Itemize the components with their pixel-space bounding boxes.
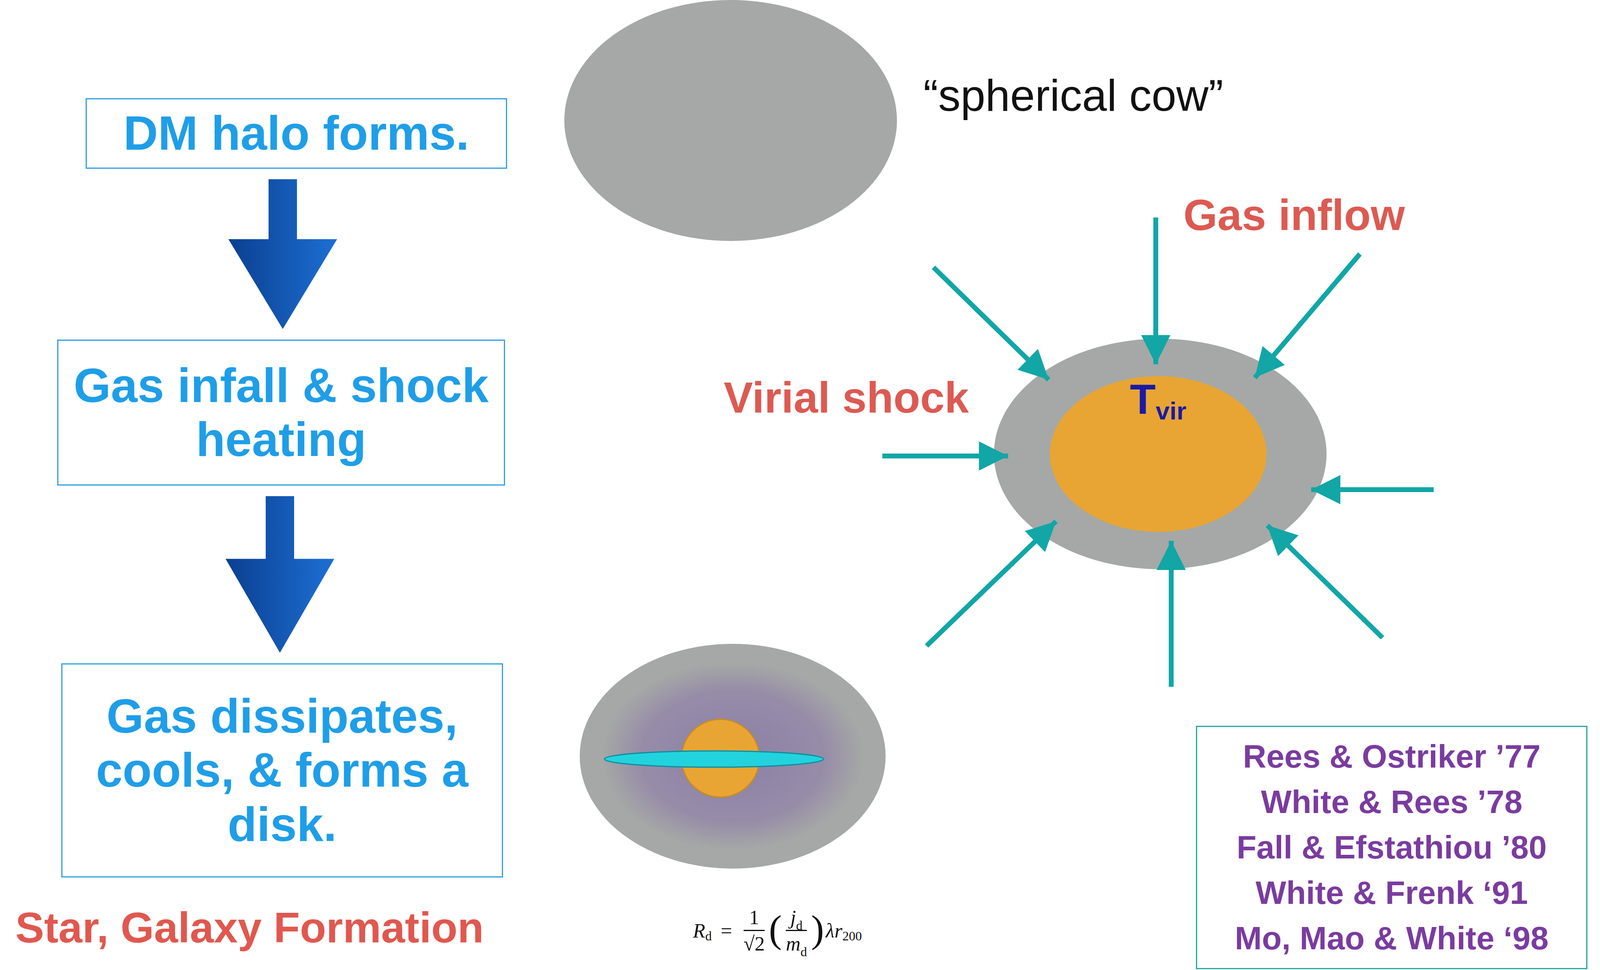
formula-symbol: R (692, 918, 706, 943)
flow-arrow (225, 496, 335, 653)
process-box: Gas dissipates, cools, & forms a disk. (61, 663, 504, 878)
reference-box: Rees & Ostriker ’77White & Rees ’78Fall … (1195, 725, 1588, 970)
process-box: DM halo forms. (85, 98, 508, 169)
formula-symbol: ) (810, 906, 824, 952)
step-text: Gas dissipates, cools, & forms a disk. (75, 689, 489, 852)
inflow-arrow (1311, 487, 1434, 493)
gas-disk (604, 750, 824, 768)
reference-line: Mo, Mao & White ‘98 (1234, 915, 1549, 962)
process-box: Gas infall & shock heating (57, 339, 506, 486)
dm-halo (564, 0, 897, 241)
fraction-bar (743, 929, 765, 932)
annotation: “spherical cow” (923, 69, 1224, 122)
formula-symbol: √2 (743, 931, 765, 956)
inflow-arrow (1267, 525, 1383, 638)
process-label: Gas inflow (1183, 189, 1405, 241)
temperature-subscript: vir (1155, 396, 1187, 426)
formula-symbol: m (785, 931, 801, 956)
hot-gas-haze (602, 662, 864, 850)
formula-symbol: d (705, 928, 712, 944)
step-text: Gas infall & shock heating (71, 358, 491, 467)
galaxy-halo (579, 643, 886, 869)
inflow-arrow (1153, 217, 1159, 365)
formula-symbol: ( (768, 906, 782, 952)
process-label: Virial shock (723, 372, 969, 423)
flow-arrow (228, 179, 338, 330)
formula-symbol: = (720, 918, 733, 943)
disk-size-formula: Rd=1√2(jdmd)λr200 (692, 905, 862, 956)
reference-line: White & Frenk ‘91 (1255, 870, 1528, 916)
inflow-arrow (882, 453, 1009, 459)
outcome-label: Star, Galaxy Formation (15, 903, 484, 953)
inflow-arrow (1168, 540, 1174, 687)
formula-symbol: 1 (748, 905, 760, 930)
formula-symbol: d (800, 944, 807, 960)
reference-line: White & Rees ’78 (1260, 779, 1523, 825)
inflow-arrow (926, 521, 1056, 646)
virial-core (1049, 376, 1267, 532)
reference-line: Fall & Efstathiou ’80 (1236, 824, 1547, 871)
inflow-arrow (1254, 253, 1360, 378)
reference-line: Rees & Ostriker ’77 (1243, 733, 1541, 780)
inflow-arrows (882, 217, 1434, 687)
formula-symbol: d (795, 918, 803, 934)
virial-core-ellipse: Tvir (1049, 375, 1268, 533)
formula-symbol: 200 (842, 928, 862, 944)
temperature-symbol: T (1129, 375, 1156, 424)
inflow-arrow (933, 267, 1049, 380)
step-text: DM halo forms. (123, 106, 469, 161)
formula-symbol: j (790, 905, 796, 930)
formula-symbol: λr (825, 918, 843, 943)
